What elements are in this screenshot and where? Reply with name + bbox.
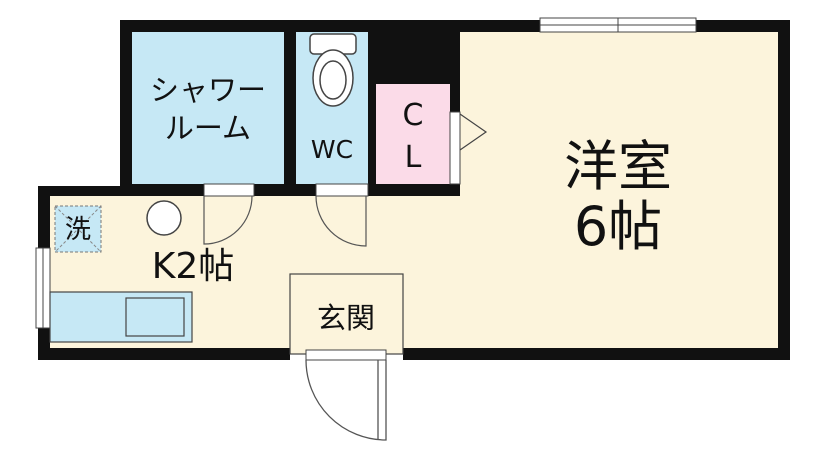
kitchen-sink — [125, 297, 185, 337]
shower-room-floor — [132, 32, 284, 184]
wc-label: WC — [311, 135, 353, 164]
closet-label-1: C — [403, 98, 424, 133]
wc-door-swing — [315, 195, 367, 247]
entrance-label: 玄関 — [317, 301, 375, 335]
entrance-floor — [289, 273, 404, 355]
closet-door-swing — [459, 113, 488, 151]
wc-door-gap — [315, 183, 369, 197]
wall-closet-western — [450, 20, 460, 196]
entrance-door-gap — [305, 349, 387, 361]
shower-room-label-1: シャワー — [150, 73, 266, 107]
washer-label: 洗 — [65, 215, 91, 245]
western-room-label-1: 洋室 — [564, 135, 672, 198]
wall-above-closet — [376, 20, 460, 84]
shower-door-gap — [203, 183, 255, 197]
kitchen-label: K2帖 — [152, 246, 235, 287]
toilet-icon — [309, 33, 357, 107]
western-room-label-2: 6帖 — [574, 195, 662, 258]
wall-wc-closet — [368, 20, 376, 196]
shower-door-swing — [203, 195, 253, 245]
entrance-door-swing — [305, 359, 387, 441]
shower-room-label-2: ルーム — [165, 111, 251, 145]
refrigerator-icon — [146, 200, 182, 236]
closet-label-2: L — [405, 140, 422, 175]
closet-floor — [376, 84, 450, 184]
western-room-floor — [460, 32, 778, 348]
closet-door — [449, 111, 461, 185]
wall-shower-wc — [284, 20, 296, 196]
